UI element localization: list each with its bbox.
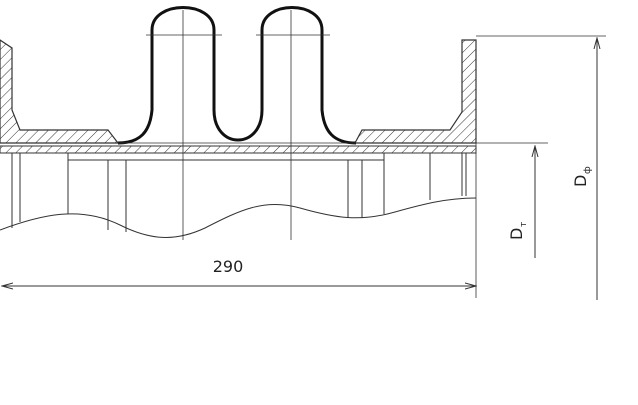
right-flange-section bbox=[353, 39, 477, 144]
break-line bbox=[0, 197, 477, 238]
pipe-wall-section bbox=[0, 145, 477, 154]
flange-diameter-label: D ф bbox=[571, 166, 593, 187]
svg-text:D: D bbox=[571, 175, 590, 187]
length-dimension-value: 290 bbox=[213, 257, 244, 276]
bellows-convolution bbox=[117, 6, 357, 145]
svg-text:ф: ф bbox=[583, 166, 593, 174]
extension-lines bbox=[475, 35, 606, 298]
svg-text:т: т bbox=[519, 222, 529, 227]
svg-text:D: D bbox=[507, 228, 526, 240]
pipe-diameter-label: D т bbox=[507, 222, 529, 240]
centerlines bbox=[0, 10, 548, 240]
liner-outline bbox=[11, 153, 467, 232]
left-flange-section bbox=[0, 39, 120, 144]
